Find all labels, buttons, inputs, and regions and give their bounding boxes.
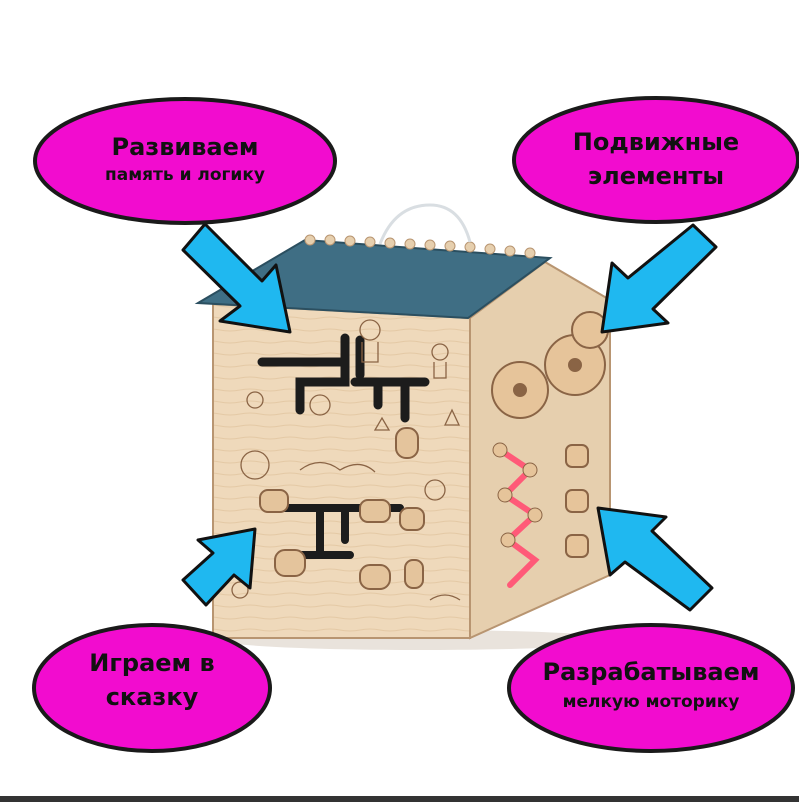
- bubble-bottom-left: [32, 623, 272, 753]
- arrow-top-left: [181, 222, 292, 334]
- house-roof: [194, 238, 553, 320]
- gears: [491, 311, 609, 419]
- callout-top-left-line2: память и логику: [105, 165, 265, 185]
- callout-bottom-left: Играем в сказку: [40, 649, 264, 711]
- maze-bottom: [266, 504, 404, 559]
- bubble-bottom-right: [507, 623, 795, 753]
- callout-bottom-right-line1: Разрабатываем: [542, 658, 760, 686]
- bubble-top-right: [512, 96, 799, 224]
- callout-bottom-left-line1: Играем в: [89, 649, 215, 677]
- bottom-border: [0, 796, 799, 802]
- callout-top-right-line1: Подвижные: [572, 128, 740, 156]
- arrow-top-right: [600, 223, 718, 334]
- callout-bottom-right: Разрабатываем мелкую моторику: [515, 658, 787, 712]
- lacing: [492, 442, 543, 588]
- callout-top-left: Развиваем память и логику: [45, 133, 325, 185]
- callout-bottom-right-line2: мелкую моторику: [562, 692, 740, 712]
- arrow-bottom-right: [596, 506, 714, 612]
- callout-top-right-line2: элементы: [587, 162, 725, 190]
- callout-top-left-line1: Развиваем: [111, 133, 259, 161]
- engravings: [231, 319, 461, 601]
- callout-bottom-left-line2: сказку: [105, 683, 199, 711]
- wooden-knobs: [259, 427, 425, 590]
- side-buttons: [565, 444, 589, 558]
- maze-top: [257, 333, 430, 423]
- busy-house: [194, 203, 620, 650]
- arrows: [181, 222, 718, 612]
- arrow-bottom-left: [181, 527, 257, 607]
- callout-top-right: Подвижные элементы: [520, 128, 792, 190]
- house-handle: [378, 203, 472, 245]
- bubble-top-left: [33, 97, 337, 225]
- bubbles: [32, 96, 799, 753]
